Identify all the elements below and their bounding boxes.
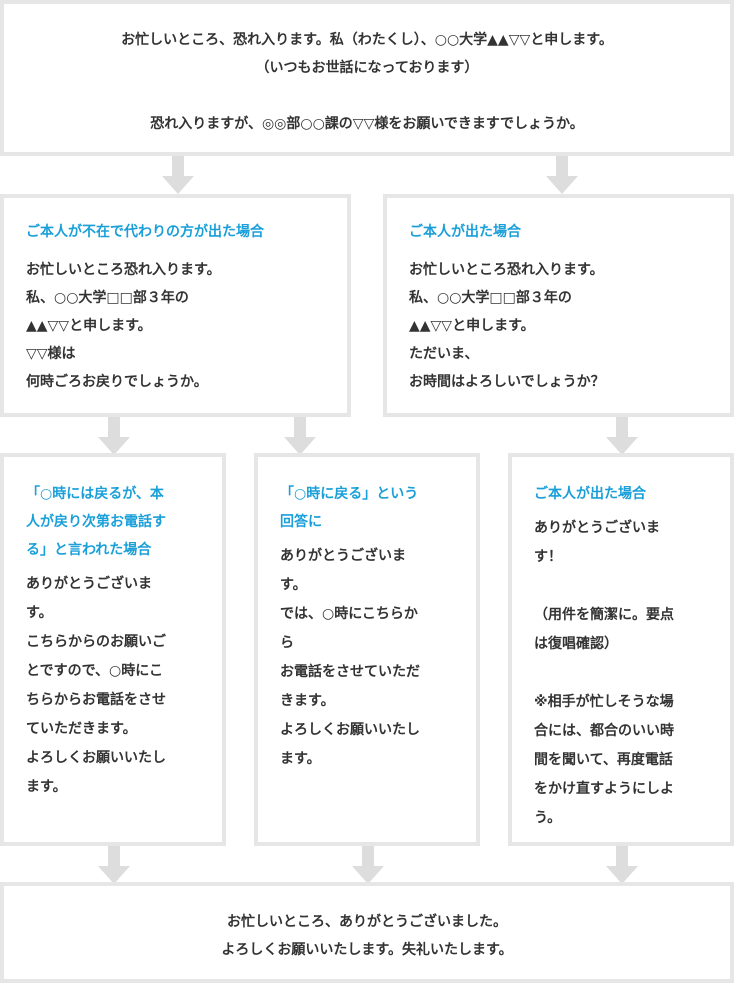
arrow-down-icon <box>162 156 194 194</box>
arrow-down-icon <box>546 156 578 194</box>
arrow-down-icon <box>98 846 130 884</box>
callback-case-heading: 「○時には戻るが、本 人が戻り次第お電話す る」と言われた場合 <box>26 486 166 558</box>
arrow-down-icon <box>352 846 384 884</box>
absent-case-body: お忙しいところ恐れ入ります。 私、○○大学□□部３年の ▲▲▽▽と申します。 ▽… <box>26 262 221 390</box>
direct-case-body: お忙しいところ恐れ入ります。 私、○○大学□□部３年の ▲▲▽▽と申します。 た… <box>409 262 605 390</box>
direct-case-heading: ご本人が出た場合 <box>409 224 521 240</box>
opening-line-2: （いつもお世話になっております） <box>255 60 479 76</box>
closing-line-2: よろしくお願いいたします。失礼いたします。 <box>221 942 513 958</box>
absent-case-box: ご本人が不在で代わりの方が出た場合 お忙しいところ恐れ入ります。 私、○○大学□… <box>0 194 351 417</box>
direct-case-box: ご本人が出た場合 お忙しいところ恐れ入ります。 私、○○大学□□部３年の ▲▲▽… <box>383 194 734 417</box>
opening-greeting-box: お忙しいところ、恐れ入ります。私（わたくし）、○○大学▲▲▽▽と申します。 （い… <box>0 0 734 156</box>
closing-greeting-box: お忙しいところ、ありがとうございました。 よろしくお願いいたします。失礼いたしま… <box>0 882 734 983</box>
arrow-down-icon <box>606 846 638 884</box>
opening-line-4: 恐れ入りますが、◎◎部○○課の▽▽様をお願いできますでしょうか。 <box>150 116 584 132</box>
person-answered-case-body: ありがとうございま す！ （用件を簡潔に。要点 は復唱確認） ※相手が忙しそうな… <box>534 520 674 826</box>
return-time-case-box: 「○時に戻る」という 回答に ありがとうございま す。 では、○時にこちらか ら… <box>254 453 480 846</box>
absent-case-heading: ご本人が不在で代わりの方が出た場合 <box>26 224 264 240</box>
callback-case-box: 「○時には戻るが、本 人が戻り次第お電話す る」と言われた場合 ありがとうござい… <box>0 453 226 846</box>
opening-line-1: お忙しいところ、恐れ入ります。私（わたくし）、○○大学▲▲▽▽と申します。 <box>121 32 613 48</box>
person-answered-case-box: ご本人が出た場合 ありがとうございま す！ （用件を簡潔に。要点 は復唱確認） … <box>508 453 734 846</box>
arrow-down-icon <box>98 417 130 455</box>
arrow-down-icon <box>606 417 638 455</box>
arrow-down-icon <box>284 417 316 455</box>
callback-case-body: ありがとうございま す。 こちらからのお願いご とですので、○時にこ ちらからお… <box>26 576 166 795</box>
return-time-case-body: ありがとうございま す。 では、○時にこちらか ら お電話をさせていただ きます… <box>280 548 420 767</box>
person-answered-case-heading: ご本人が出た場合 <box>534 486 646 502</box>
opening-line-3 <box>14 82 720 110</box>
closing-line-1: お忙しいところ、ありがとうございました。 <box>227 914 507 930</box>
return-time-case-heading: 「○時に戻る」という 回答に <box>280 486 419 530</box>
